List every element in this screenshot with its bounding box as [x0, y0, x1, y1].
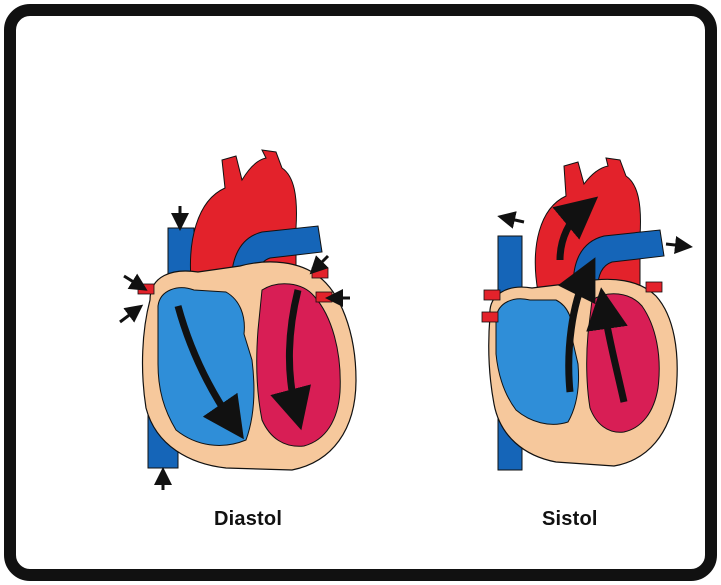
systole-pulmonary-vein-right: [646, 282, 662, 292]
diastole-pulmonary-vein-right-2: [316, 292, 332, 302]
diastole-inflow-arrow-right-1: [316, 256, 328, 268]
diastole-inflow-arrow-left-1: [124, 276, 140, 286]
diastole-label: Diastol: [214, 508, 282, 531]
diastole-right-chambers: [158, 288, 254, 446]
diastole-pulmonary-vein-left: [138, 284, 154, 294]
systole-heart: [482, 158, 684, 470]
systole-pulmonary-vein-left: [484, 290, 500, 300]
systole-label: Sistol: [542, 508, 598, 531]
systole-pulmonary-vein-left-2: [482, 312, 498, 322]
diastole-heart: [120, 150, 356, 490]
systole-outflow-arrow-right: [666, 244, 684, 246]
diastole-pulmonary-vein-right-1: [312, 268, 328, 278]
diastole-inflow-arrow-left-2: [120, 310, 136, 322]
systole-outflow-arrow-left: [506, 218, 524, 222]
